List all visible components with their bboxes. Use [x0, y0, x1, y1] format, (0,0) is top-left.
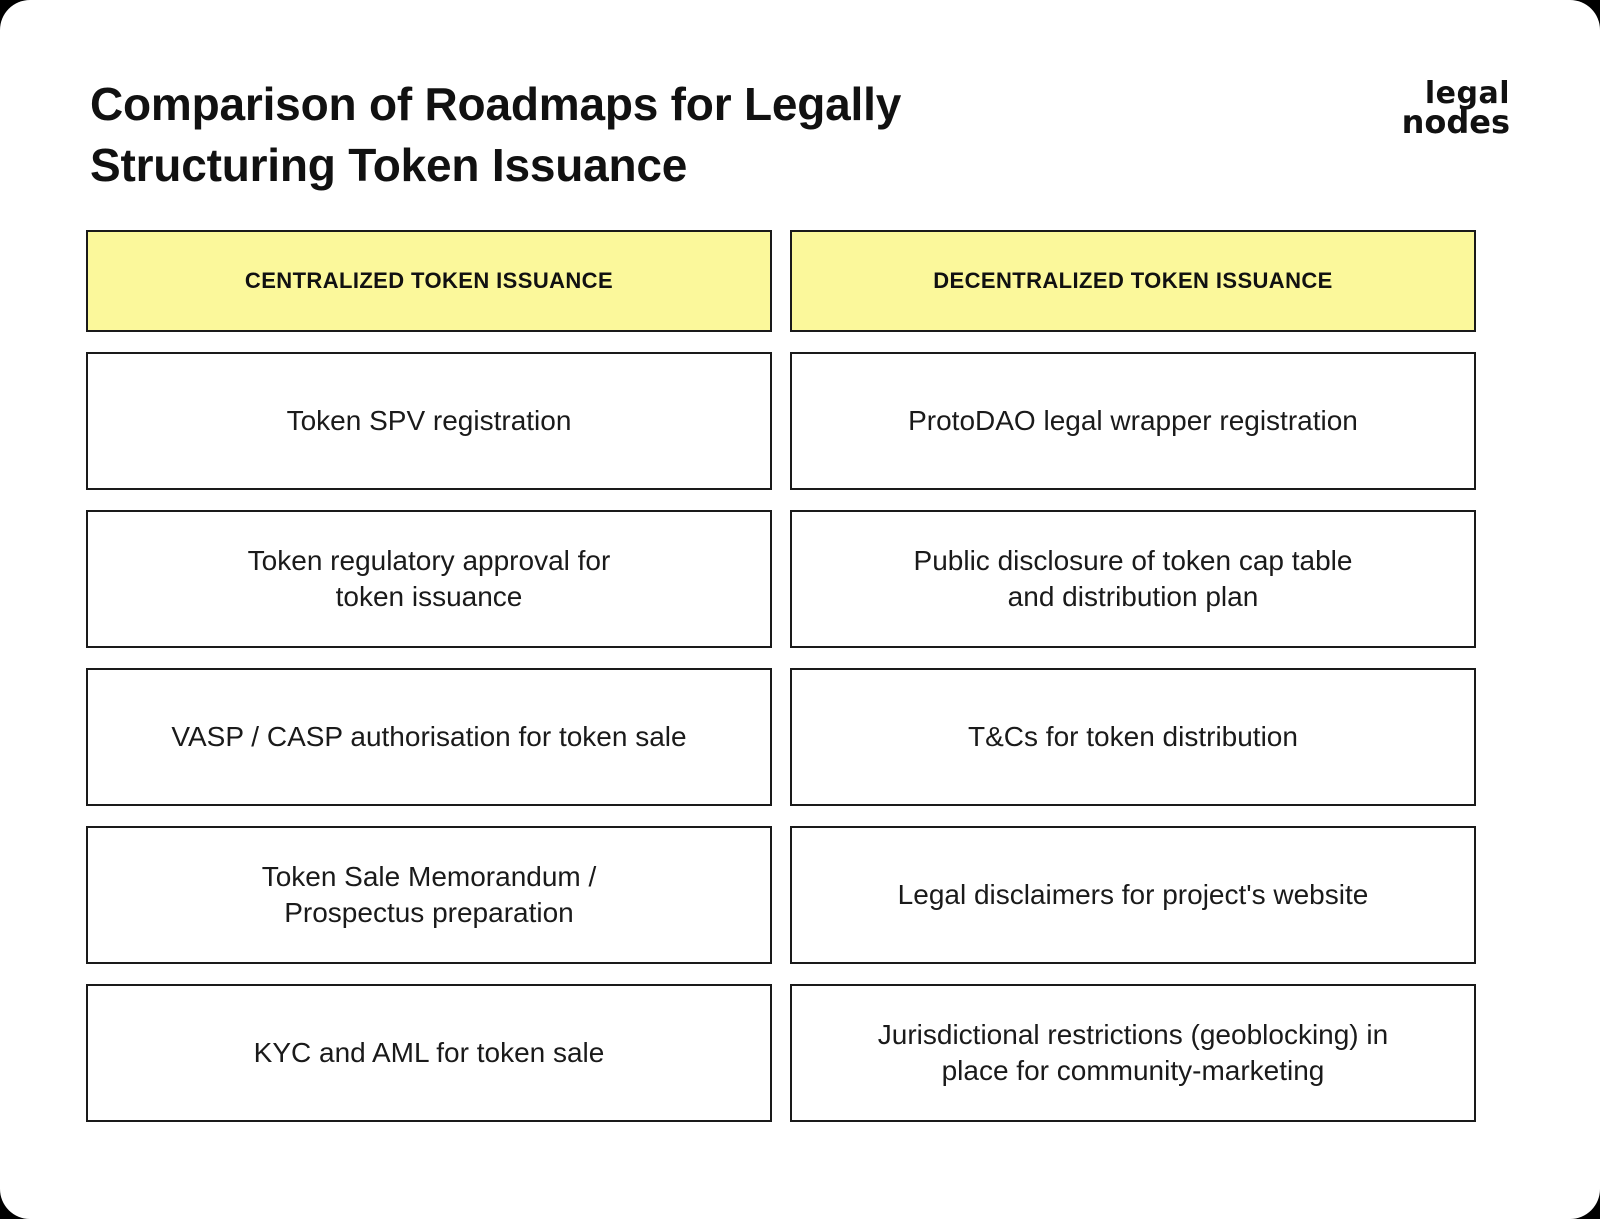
- logo-line-legal: legal: [1424, 76, 1510, 111]
- table-cell-right-4: Legal disclaimers for project's website: [790, 826, 1476, 964]
- cell-label: Legal disclaimers for project's website: [897, 879, 1369, 911]
- table-cell-right-5: Jurisdictional restrictions (geoblocking…: [790, 984, 1476, 1122]
- column-header-centralized: CENTRALIZED TOKEN ISSUANCE: [86, 230, 772, 332]
- cell-label: KYC and AML for token sale: [253, 1037, 605, 1069]
- cell-label: Jurisdictional restrictions (geoblocking…: [877, 1019, 1389, 1086]
- page-header: Comparison of Roadmaps for Legally Struc…: [90, 74, 1510, 204]
- legal-nodes-logo: legal nodes: [1384, 76, 1510, 141]
- comparison-grid: CENTRALIZED TOKEN ISSUANCE DECENTRALIZED…: [86, 230, 1476, 1122]
- table-cell-right-3: T&Cs for token distribution: [790, 668, 1476, 806]
- table-cell-left-4: Token Sale Memorandum / Prospectus prepa…: [86, 826, 772, 964]
- column-header-label: CENTRALIZED TOKEN ISSUANCE: [244, 268, 614, 293]
- table-cell-right-2: Public disclosure of token cap table and…: [790, 510, 1476, 648]
- table-cell-left-2: Token regulatory approval for token issu…: [86, 510, 772, 648]
- table-cell-left-1: Token SPV registration: [86, 352, 772, 490]
- cell-label: Token regulatory approval for token issu…: [247, 545, 611, 612]
- table-cell-right-1: ProtoDAO legal wrapper registration: [790, 352, 1476, 490]
- cell-label: T&Cs for token distribution: [968, 721, 1298, 753]
- cell-label: Public disclosure of token cap table and…: [913, 545, 1353, 612]
- logo-line-nodes: nodes: [1401, 102, 1510, 141]
- column-header-label: DECENTRALIZED TOKEN ISSUANCE: [933, 268, 1333, 293]
- table-cell-left-3: VASP / CASP authorisation for token sale: [86, 668, 772, 806]
- column-header-decentralized: DECENTRALIZED TOKEN ISSUANCE: [790, 230, 1476, 332]
- cell-label: VASP / CASP authorisation for token sale: [171, 721, 687, 753]
- cell-label: Token SPV registration: [286, 405, 572, 437]
- page-title: Comparison of Roadmaps for Legally Struc…: [90, 78, 902, 192]
- table-cell-left-5: KYC and AML for token sale: [86, 984, 772, 1122]
- cell-label: Token Sale Memorandum / Prospectus prepa…: [261, 861, 597, 928]
- cell-label: ProtoDAO legal wrapper registration: [908, 405, 1358, 437]
